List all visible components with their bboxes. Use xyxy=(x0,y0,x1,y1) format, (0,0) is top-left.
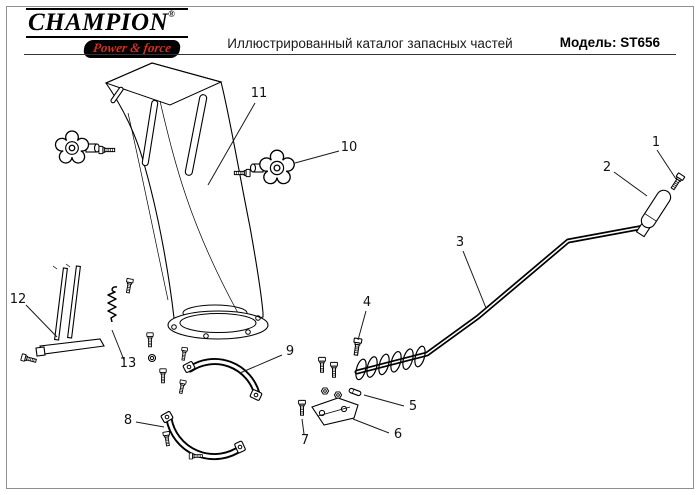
callout-12: 12 xyxy=(10,292,58,338)
callout-10: 10 xyxy=(294,140,358,164)
bolt-part xyxy=(20,353,38,365)
screw-part xyxy=(298,399,306,416)
chute-base-ring-part xyxy=(167,310,269,340)
bolt-part xyxy=(162,430,172,447)
callout-4: 4 xyxy=(357,295,371,341)
callout-3-label: 3 xyxy=(456,235,464,250)
bolt-part xyxy=(146,332,154,348)
callout-7: 7 xyxy=(301,418,309,448)
upper-ring-half-part xyxy=(182,358,263,401)
clevis-pin-part xyxy=(348,387,362,397)
bolt-part xyxy=(330,361,338,378)
bolt-part xyxy=(179,346,189,361)
bolt-part xyxy=(124,277,134,294)
callout-2: 2 xyxy=(603,160,648,197)
discharge-chute-part xyxy=(104,62,264,324)
model-label: Модель: ST656 xyxy=(559,35,660,50)
callout-6-label: 6 xyxy=(394,427,402,442)
champion-logo: CHAMPION® Power & force xyxy=(26,8,188,58)
callout-6: 6 xyxy=(352,418,402,442)
callout-11-label: 11 xyxy=(251,86,268,101)
callout-1: 1 xyxy=(652,135,677,180)
bolt-part xyxy=(318,356,326,373)
callout-8: 8 xyxy=(124,413,165,428)
callout-5: 5 xyxy=(363,394,417,414)
callout-3: 3 xyxy=(456,235,487,309)
callout-2-label: 2 xyxy=(603,160,611,175)
bolt-part xyxy=(159,368,167,384)
page-title: Иллюстрированный каталог запасных частей xyxy=(227,36,513,51)
handle-knob-right-part xyxy=(249,149,295,185)
logo-brand-text: CHAMPION xyxy=(28,9,169,36)
rod-bracket-part xyxy=(311,397,359,426)
callout-9-label: 9 xyxy=(286,344,294,359)
registered-mark-icon: ® xyxy=(168,9,176,19)
callout-13: 13 xyxy=(111,329,137,371)
support-bracket-part xyxy=(35,263,105,357)
nut-part xyxy=(320,387,330,395)
callout-13-label: 13 xyxy=(120,356,137,371)
lower-ring-half-part xyxy=(160,411,246,461)
callout-11: 11 xyxy=(207,86,268,186)
bolt-part xyxy=(177,379,187,395)
callout-12-label: 12 xyxy=(10,292,27,307)
washer-part xyxy=(147,353,157,363)
callout-4-label: 4 xyxy=(363,295,371,310)
handle-grip-part xyxy=(640,189,672,229)
logo-brand: CHAMPION® xyxy=(26,8,188,38)
crank-rod-part xyxy=(354,224,647,375)
bolt-part xyxy=(668,172,686,192)
callout-10-label: 10 xyxy=(341,140,358,155)
parts-diagram: 1 2 3 4 5 6 7 8 9 10 11 12 xyxy=(10,62,686,461)
nut-part xyxy=(333,391,343,399)
callout-7-label: 7 xyxy=(301,433,309,448)
bolt-part xyxy=(98,145,116,155)
auger-spiral-part xyxy=(355,345,426,381)
bolt-part xyxy=(351,337,363,357)
spring-part xyxy=(107,286,118,323)
callout-9: 9 xyxy=(239,344,294,374)
callout-5-label: 5 xyxy=(409,399,417,414)
callout-8-label: 8 xyxy=(124,413,132,428)
header-divider xyxy=(24,54,676,55)
callout-1-label: 1 xyxy=(652,135,660,150)
handle-knob-left-part xyxy=(54,130,101,164)
